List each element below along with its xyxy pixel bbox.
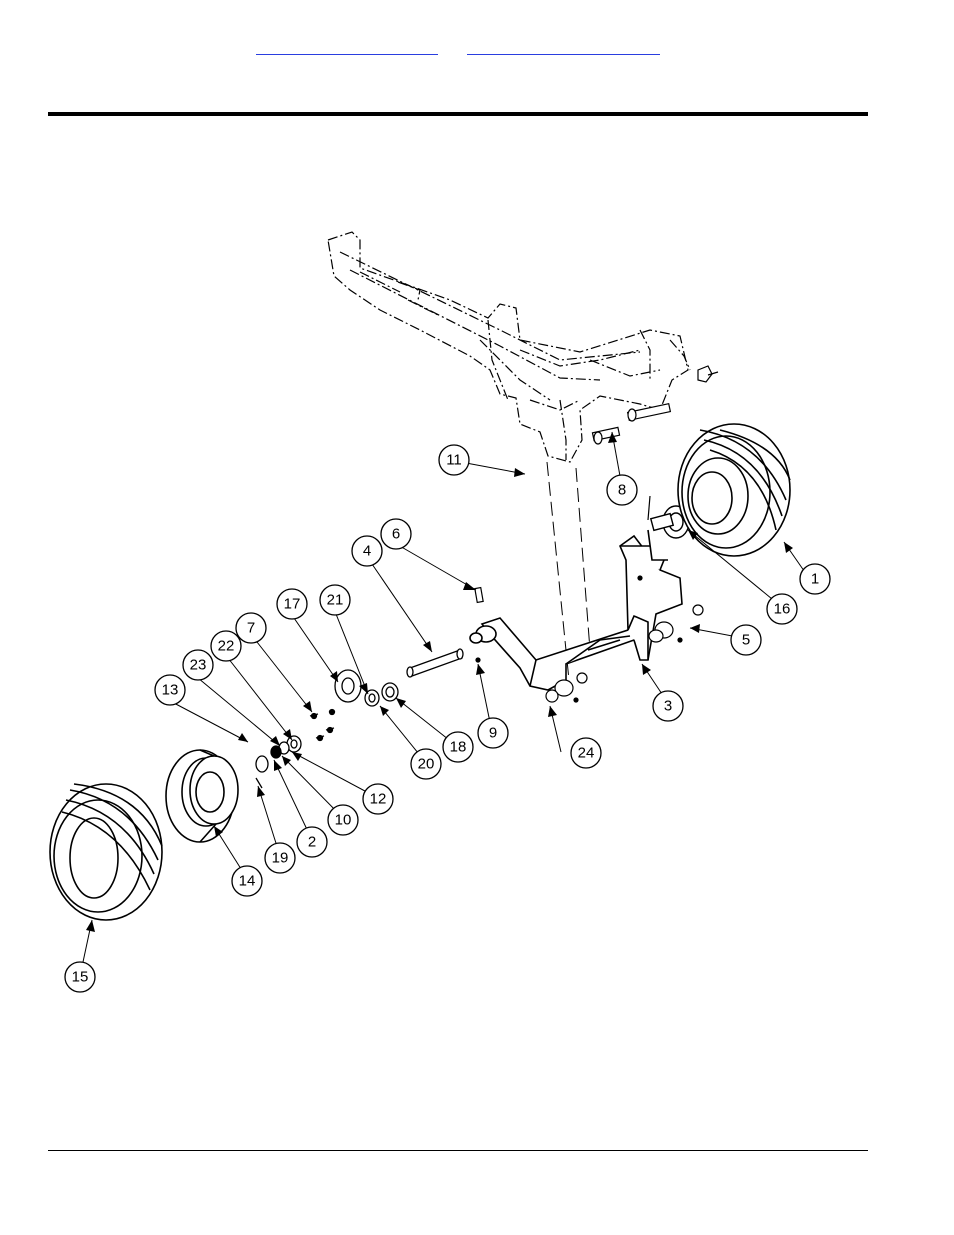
callout-17: 17 [276, 588, 308, 620]
svg-text:14: 14 [239, 873, 256, 890]
callout-15: 15 [64, 961, 96, 993]
callout-10: 10 [327, 804, 359, 836]
callout-23: 23 [182, 649, 214, 681]
header-link-1[interactable] [256, 40, 438, 55]
callout-6: 6 [380, 518, 412, 550]
callout-1: 1 [799, 563, 831, 595]
spindle [406, 648, 464, 678]
bushings [475, 495, 704, 703]
header-rule [48, 112, 868, 116]
svg-text:20: 20 [418, 756, 435, 773]
callout-18: 18 [442, 731, 474, 763]
roll-pin [474, 586, 484, 604]
svg-text:24: 24 [578, 745, 595, 762]
callout-3: 3 [652, 690, 684, 722]
pin-bolts [591, 365, 719, 445]
frame-phantom [327, 231, 691, 463]
callout-8: 8 [606, 474, 638, 506]
callouts: 11 8 6 4 21 17 7 22 23 13 1 16 5 3 24 9 … [64, 444, 831, 993]
svg-text:13: 13 [162, 682, 179, 699]
callout-22: 22 [210, 630, 242, 662]
svg-text:4: 4 [363, 543, 371, 560]
svg-text:6: 6 [392, 526, 400, 543]
svg-text:1: 1 [811, 571, 819, 588]
callout-14: 14 [231, 865, 263, 897]
svg-text:10: 10 [335, 812, 352, 829]
callout-12: 12 [362, 783, 394, 815]
svg-text:11: 11 [446, 452, 462, 469]
callout-20: 20 [410, 748, 442, 780]
left-tire [49, 783, 163, 921]
callout-11: 11 [438, 444, 470, 476]
svg-text:3: 3 [664, 698, 672, 715]
callout-9: 9 [477, 717, 509, 749]
svg-text:12: 12 [370, 791, 387, 808]
callout-5: 5 [730, 624, 762, 656]
leader-arrowheads [86, 432, 793, 932]
right-wheel [677, 423, 791, 557]
footer-rule [48, 1150, 868, 1151]
svg-text:7: 7 [247, 620, 255, 637]
callout-7: 7 [235, 612, 267, 644]
callout-19: 19 [264, 842, 296, 874]
right-hub [649, 505, 690, 539]
svg-text:19: 19 [272, 850, 289, 867]
left-hub-stack [255, 669, 399, 789]
svg-text:2: 2 [308, 834, 316, 851]
callout-24: 24 [570, 737, 602, 769]
axle-weldment [469, 529, 683, 691]
leader-lines [79, 431, 810, 977]
callout-2: 2 [296, 826, 328, 858]
svg-text:21: 21 [327, 592, 344, 609]
left-rim [165, 749, 239, 843]
svg-text:18: 18 [450, 739, 467, 756]
svg-text:15: 15 [72, 969, 89, 986]
svg-text:23: 23 [190, 657, 207, 674]
svg-text:8: 8 [618, 482, 626, 499]
callout-4: 4 [351, 535, 383, 567]
svg-text:5: 5 [742, 632, 750, 649]
svg-text:22: 22 [218, 638, 235, 655]
callout-21: 21 [319, 584, 351, 616]
callout-13: 13 [154, 674, 186, 706]
svg-text:16: 16 [774, 601, 791, 618]
header-link-2[interactable] [467, 40, 660, 55]
svg-text:17: 17 [284, 596, 301, 613]
svg-text:9: 9 [489, 725, 497, 742]
callout-16: 16 [766, 593, 798, 625]
